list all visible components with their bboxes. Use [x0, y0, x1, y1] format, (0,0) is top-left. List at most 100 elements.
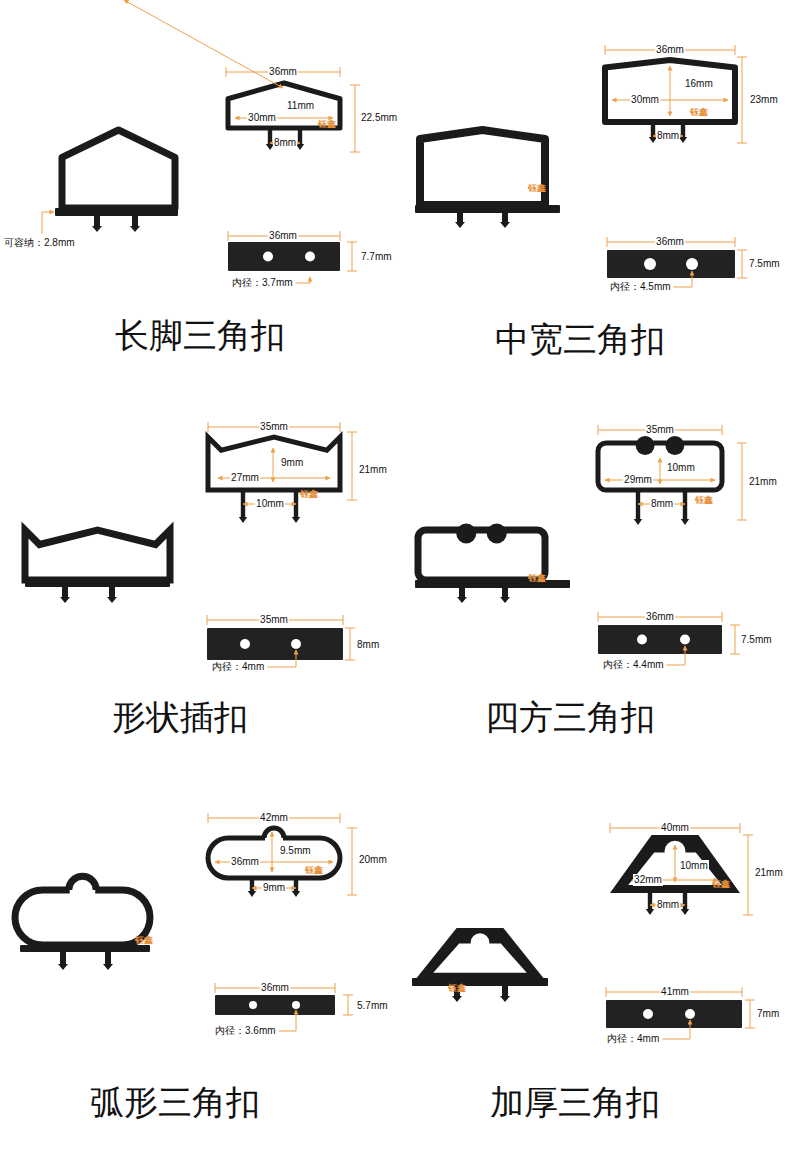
clip-leg — [107, 587, 117, 603]
note-label: 可容纳：2.8mm — [4, 237, 75, 249]
dimension-label: 5.7mm — [356, 1000, 389, 1012]
clip-outline — [420, 130, 545, 205]
clip-side-view — [598, 625, 722, 654]
dimension-label: 21mm — [358, 464, 388, 476]
dimension-tick — [737, 520, 747, 521]
dimension-tick — [347, 242, 357, 243]
clip-outline — [62, 130, 175, 208]
dimension-label: 32mm — [633, 874, 663, 886]
clip-hole — [305, 252, 315, 262]
clip-outline — [598, 443, 722, 490]
dimension-tick — [350, 152, 360, 153]
dimension-tick — [610, 823, 611, 833]
watermark: 钰鑫 — [135, 935, 153, 945]
dimension-tick — [343, 615, 344, 625]
dimension-label: 36mm — [645, 611, 675, 623]
dimension-arrow — [670, 66, 671, 116]
dimension-label: 41mm — [660, 986, 690, 998]
dimension-label: 42mm — [259, 812, 289, 824]
clip-illustration — [208, 437, 340, 523]
product-name: 中宽三角扣 — [495, 320, 665, 359]
clip-hole — [291, 639, 301, 649]
dimension-label: 36mm — [230, 856, 260, 868]
dimension-label: 7.5mm — [740, 634, 773, 646]
dimension-label: 10mm — [255, 498, 285, 510]
dimension-label: 7.7mm — [360, 251, 393, 263]
dimension-label: 11mm — [286, 100, 315, 112]
clip-side-view — [606, 1000, 742, 1028]
clip-keyhole — [471, 933, 490, 952]
dimension-arrow — [272, 832, 273, 872]
dimension-label: 10mm — [666, 462, 696, 474]
dimension-tick — [737, 443, 747, 444]
clip-side-view — [228, 242, 340, 271]
product-name: 长脚三角扣 — [115, 316, 285, 355]
clip-illustration — [415, 524, 570, 604]
clip-illustration — [208, 828, 340, 897]
clip-illustration — [415, 130, 560, 228]
dimension-label: 8mm — [273, 137, 297, 149]
clip-outline — [208, 838, 340, 878]
clip-side-view — [207, 628, 343, 660]
note-label: 内径：4mm — [607, 1033, 659, 1045]
watermark: 钰鑫 — [528, 573, 546, 583]
note-label: 内径：4mm — [212, 661, 264, 673]
dimension-label: 20mm — [358, 854, 388, 866]
clip-illustration — [598, 436, 722, 525]
product-name: 弧形三角扣 — [90, 1083, 260, 1122]
dimension-line — [748, 835, 749, 915]
clip-leg — [239, 490, 247, 523]
dimension-label: 30mm — [630, 94, 660, 106]
clip-side-view — [607, 250, 735, 278]
leader-line — [279, 1010, 296, 1031]
product-name: 四方三角扣 — [485, 698, 655, 737]
dimension-label: 9.5mm — [279, 845, 312, 857]
dimension-tick — [208, 422, 209, 432]
dimension-line — [742, 57, 743, 143]
dimension-label: 40mm — [660, 822, 690, 834]
dimension-label: 35mm — [645, 424, 675, 436]
dimension-tick — [335, 983, 336, 993]
dimension-line — [352, 242, 353, 271]
clip-illustration — [605, 60, 735, 143]
dimension-tick — [598, 612, 599, 622]
clip-hole — [643, 1009, 653, 1019]
dimension-tick — [730, 625, 740, 626]
leader-line — [662, 1020, 690, 1039]
dimension-tick — [208, 813, 209, 823]
note-label: 内径：3.7mm — [232, 277, 293, 289]
clip-leg — [60, 587, 70, 603]
dimension-line — [355, 85, 356, 152]
dimension-tick — [347, 500, 357, 501]
clip-outline — [15, 890, 150, 945]
dimension-tick — [343, 1015, 353, 1016]
dimension-tick — [345, 628, 355, 629]
dimension-label: 36mm — [655, 44, 685, 56]
dimension-label: 8mm — [656, 130, 680, 142]
dimension-tick — [226, 67, 227, 77]
clip-outline — [418, 530, 545, 580]
dimension-line — [352, 432, 353, 500]
dimension-tick — [607, 237, 608, 247]
dimension-tick — [735, 45, 736, 55]
dimension-label: 9mm — [280, 457, 304, 469]
dimension-label: 36mm — [268, 66, 298, 78]
note-label: 内径：4.5mm — [610, 281, 671, 293]
dimension-tick — [340, 231, 341, 241]
watermark: 钰鑫 — [712, 879, 730, 889]
dimension-label: 9mm — [262, 882, 286, 894]
dimension-label: 8mm — [356, 639, 380, 651]
clip-outline — [208, 437, 340, 490]
clip-illustration — [15, 876, 150, 970]
dimension-arrow — [605, 480, 715, 481]
dimension-label: 30mm — [247, 112, 277, 124]
dimension-label: 7.5mm — [748, 258, 781, 270]
dimension-tick — [207, 615, 208, 625]
dimension-label: 22.5mm — [360, 112, 398, 124]
dimension-tick — [745, 1028, 755, 1029]
dimension-line — [348, 995, 349, 1015]
dimension-arrow — [124, 0, 283, 88]
clip-hole — [637, 635, 647, 645]
clip-bump — [487, 524, 507, 544]
